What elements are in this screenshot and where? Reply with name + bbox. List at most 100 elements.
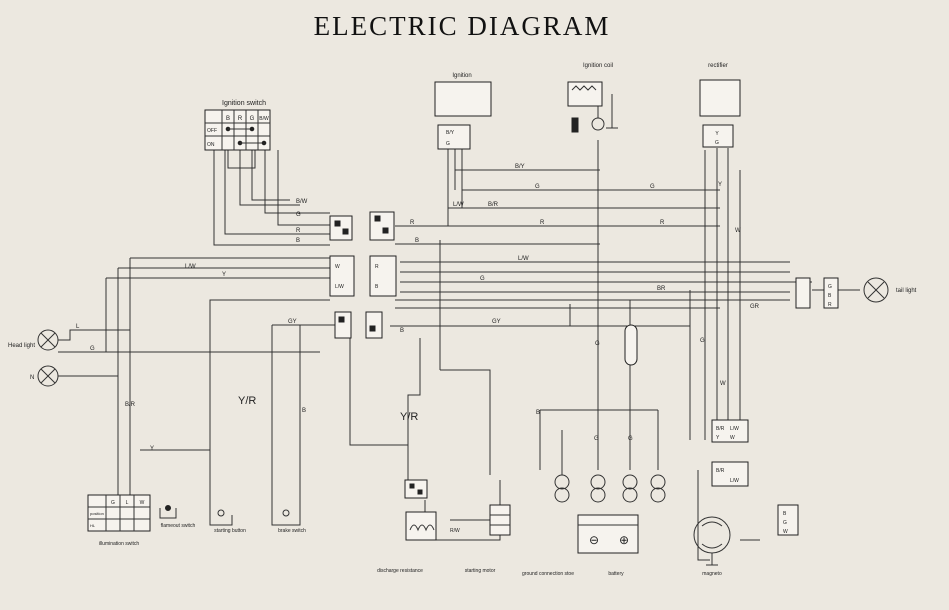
svg-text:position: position bbox=[90, 511, 104, 516]
battery-label: battery bbox=[608, 571, 624, 577]
svg-text:G: G bbox=[828, 284, 832, 290]
svg-text:GY: GY bbox=[492, 319, 501, 325]
svg-text:B/R: B/R bbox=[716, 426, 725, 432]
starting-motor: starting motor bbox=[465, 504, 511, 574]
svg-text:W: W bbox=[783, 529, 788, 535]
starting-button-label: starting button bbox=[214, 528, 246, 534]
svg-text:Y: Y bbox=[150, 446, 154, 452]
svg-text:R: R bbox=[540, 220, 545, 226]
svg-text:G: G bbox=[250, 116, 255, 122]
svg-text:GR: GR bbox=[750, 304, 760, 310]
svg-text:B: B bbox=[375, 284, 379, 290]
svg-text:L/W: L/W bbox=[730, 478, 739, 484]
svg-text:W: W bbox=[735, 228, 741, 234]
svg-text:HL: HL bbox=[90, 523, 96, 528]
starting-motor-label: starting motor bbox=[465, 568, 496, 574]
starter-relay bbox=[404, 479, 428, 499]
svg-text:G: G bbox=[535, 184, 540, 190]
flameout-switch: flameout switch bbox=[159, 505, 196, 529]
svg-text:W: W bbox=[730, 435, 735, 441]
svg-text:W: W bbox=[720, 381, 726, 387]
svg-text:R: R bbox=[410, 220, 415, 226]
svg-text:R: R bbox=[375, 264, 379, 270]
discharge-resistance-label: discharge resistance bbox=[377, 568, 423, 574]
svg-text:B: B bbox=[400, 328, 404, 334]
svg-text:L/W: L/W bbox=[453, 202, 464, 208]
svg-text:G: G bbox=[650, 184, 655, 190]
brake-switch: brake switch bbox=[271, 509, 306, 534]
svg-text:OFF: OFF bbox=[207, 128, 217, 134]
svg-text:G: G bbox=[296, 212, 301, 218]
svg-text:B: B bbox=[296, 238, 300, 244]
svg-text:G: G bbox=[446, 141, 450, 147]
svg-text:R: R bbox=[828, 302, 832, 308]
svg-text:Y/R: Y/R bbox=[400, 411, 418, 423]
svg-text:G: G bbox=[594, 436, 599, 442]
svg-text:B: B bbox=[415, 238, 419, 244]
fuse bbox=[624, 324, 638, 366]
svg-text:R: R bbox=[296, 228, 301, 234]
svg-text:W: W bbox=[140, 500, 145, 506]
svg-text:B: B bbox=[302, 408, 306, 414]
svg-text:L/W: L/W bbox=[730, 426, 739, 432]
svg-text:N: N bbox=[30, 375, 34, 381]
svg-text:⊕: ⊕ bbox=[619, 533, 629, 547]
starting-button: starting button bbox=[209, 509, 246, 534]
illumination-switch: G L W position HL illumination switch bbox=[87, 494, 151, 547]
svg-text:G: G bbox=[480, 276, 485, 282]
connector-c3 bbox=[334, 311, 383, 339]
flameout-switch-label: flameout switch bbox=[161, 523, 196, 529]
svg-text:G: G bbox=[783, 520, 787, 526]
svg-text:G: G bbox=[715, 140, 719, 146]
svg-text:GY: GY bbox=[288, 319, 297, 325]
svg-text:Y: Y bbox=[715, 131, 719, 137]
svg-text:Y: Y bbox=[222, 272, 226, 278]
svg-text:Y: Y bbox=[716, 435, 720, 441]
battery: ⊖ ⊕ battery bbox=[577, 514, 639, 577]
head-light-label: Head light bbox=[8, 343, 35, 349]
svg-text:Y: Y bbox=[718, 182, 722, 188]
coil-connector: B/Y G bbox=[437, 124, 471, 150]
svg-text:B/R: B/R bbox=[716, 468, 725, 474]
svg-text:B: B bbox=[828, 293, 832, 299]
svg-text:B: B bbox=[783, 511, 787, 517]
svg-text:B/W: B/W bbox=[296, 199, 308, 205]
svg-text:R: R bbox=[238, 116, 243, 122]
head-light: Head light L G bbox=[8, 324, 95, 352]
connector-c5: W L/W R B bbox=[329, 255, 397, 297]
ignition-coil-label: Ignition coil bbox=[583, 63, 613, 69]
ignition-coil: Ignition coil bbox=[567, 63, 618, 133]
illumination-switch-label: illumination switch bbox=[99, 541, 140, 547]
svg-text:⊖: ⊖ bbox=[589, 533, 599, 547]
svg-text:G: G bbox=[90, 346, 95, 352]
svg-text:B: B bbox=[226, 116, 230, 122]
svg-text:G: G bbox=[111, 500, 115, 506]
tail-light-label: tail light bbox=[896, 288, 917, 294]
connector-c1 bbox=[329, 211, 395, 241]
tail-light: tail light G B R bbox=[795, 277, 917, 309]
svg-text:B/Y: B/Y bbox=[515, 164, 525, 170]
wires bbox=[58, 140, 860, 561]
svg-text:BR: BR bbox=[657, 286, 666, 292]
svg-text:R/W: R/W bbox=[450, 528, 460, 534]
svg-text:B/Y: B/Y bbox=[446, 130, 455, 136]
svg-text:G: G bbox=[700, 338, 705, 344]
page-title: ELECTRIC DIAGRAM bbox=[314, 11, 611, 41]
svg-text:W: W bbox=[335, 264, 340, 270]
ignition-switch: Ignition switch B R G B/W OFF ON bbox=[204, 100, 271, 151]
svg-text:L/W: L/W bbox=[335, 284, 344, 290]
svg-text:L: L bbox=[76, 324, 80, 330]
magneto: magneto bbox=[693, 516, 731, 577]
magneto-label: magneto bbox=[702, 571, 722, 577]
svg-text:B/W: B/W bbox=[259, 116, 269, 122]
svg-text:B: B bbox=[536, 410, 540, 416]
svg-text:R: R bbox=[660, 220, 665, 226]
svg-text:G: G bbox=[628, 436, 633, 442]
svg-text:ON: ON bbox=[207, 142, 215, 148]
svg-text:B/R: B/R bbox=[125, 402, 136, 408]
ignition-label: Ignition bbox=[452, 73, 471, 79]
wire-labels: B/Y G G B/R L/W R R R B/W G R B B L/W L/… bbox=[125, 164, 760, 534]
rectifier: rectifier Y G bbox=[699, 63, 741, 148]
